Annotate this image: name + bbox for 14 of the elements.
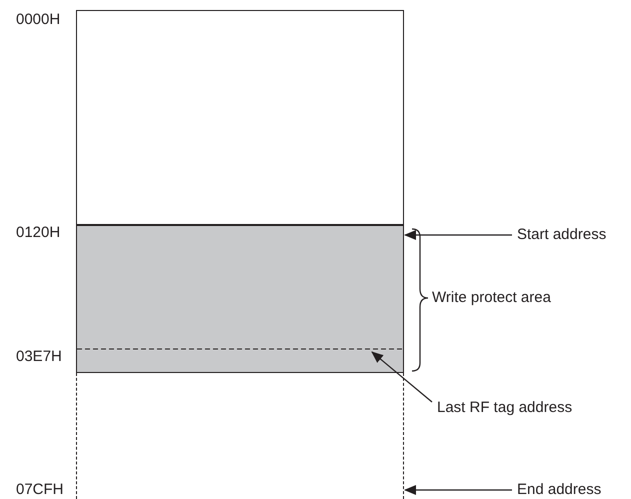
- dashed-outline: [76, 373, 404, 499]
- arrow: [404, 485, 512, 495]
- address-label: 0000H: [16, 11, 60, 29]
- address-label: 07CFH: [16, 481, 64, 499]
- memory-block: [76, 10, 404, 225]
- callout-text: Last RF tag address: [437, 399, 572, 417]
- arrow: [404, 230, 512, 240]
- callout-text: Start address: [517, 226, 606, 244]
- annotation-text: Write protect area: [432, 289, 551, 307]
- arrow: [371, 351, 432, 402]
- callout-text: End address: [517, 481, 602, 499]
- address-label: 03E7H: [16, 348, 62, 366]
- address-label: 0120H: [16, 224, 60, 242]
- write-protect-block: [76, 225, 404, 373]
